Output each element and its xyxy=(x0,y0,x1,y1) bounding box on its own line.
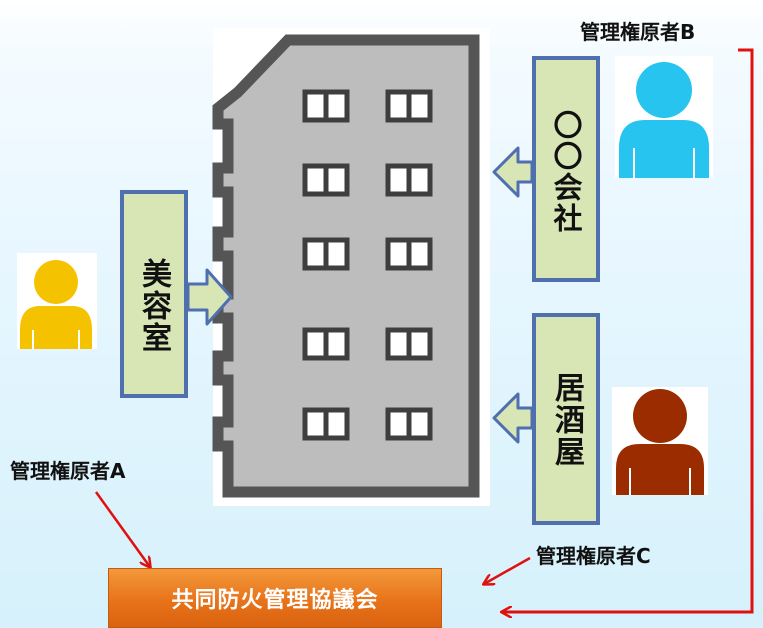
arrow-a-to-council xyxy=(94,491,150,567)
manager-label-c: 管理権原者C xyxy=(536,544,651,568)
tenant-label-izakaya: 居酒屋 xyxy=(549,372,584,468)
tenant-label-salon: 美容室 xyxy=(136,258,171,354)
window xyxy=(385,237,433,271)
tenant-box-company xyxy=(532,56,600,282)
window xyxy=(302,237,350,271)
manager-label-a: 管理権原者A xyxy=(10,459,126,483)
window xyxy=(385,327,433,361)
person-c-icon xyxy=(612,387,708,495)
manager-label-b: 管理権原者B xyxy=(580,20,696,44)
tenant-label-company: 〇〇会社 xyxy=(549,110,583,234)
tenant-box-izakaya xyxy=(532,313,600,525)
council-box: 共同防火管理協議会 xyxy=(108,568,442,628)
window xyxy=(302,407,350,441)
council-label: 共同防火管理協議会 xyxy=(171,588,379,613)
window xyxy=(302,89,350,123)
window xyxy=(302,327,350,361)
arrow-b-to-council xyxy=(502,48,754,612)
company-arrow-icon xyxy=(492,146,534,198)
person-a-icon xyxy=(17,253,97,349)
window xyxy=(385,407,433,441)
person-b-icon xyxy=(615,56,713,178)
arrow-c-to-council xyxy=(484,556,531,584)
window xyxy=(385,89,433,123)
window xyxy=(385,163,433,197)
tenant-box-salon xyxy=(120,190,188,398)
window xyxy=(302,163,350,197)
salon-arrow-icon xyxy=(186,268,233,326)
building-windows xyxy=(302,89,433,441)
izakaya-arrow-icon xyxy=(492,392,534,444)
